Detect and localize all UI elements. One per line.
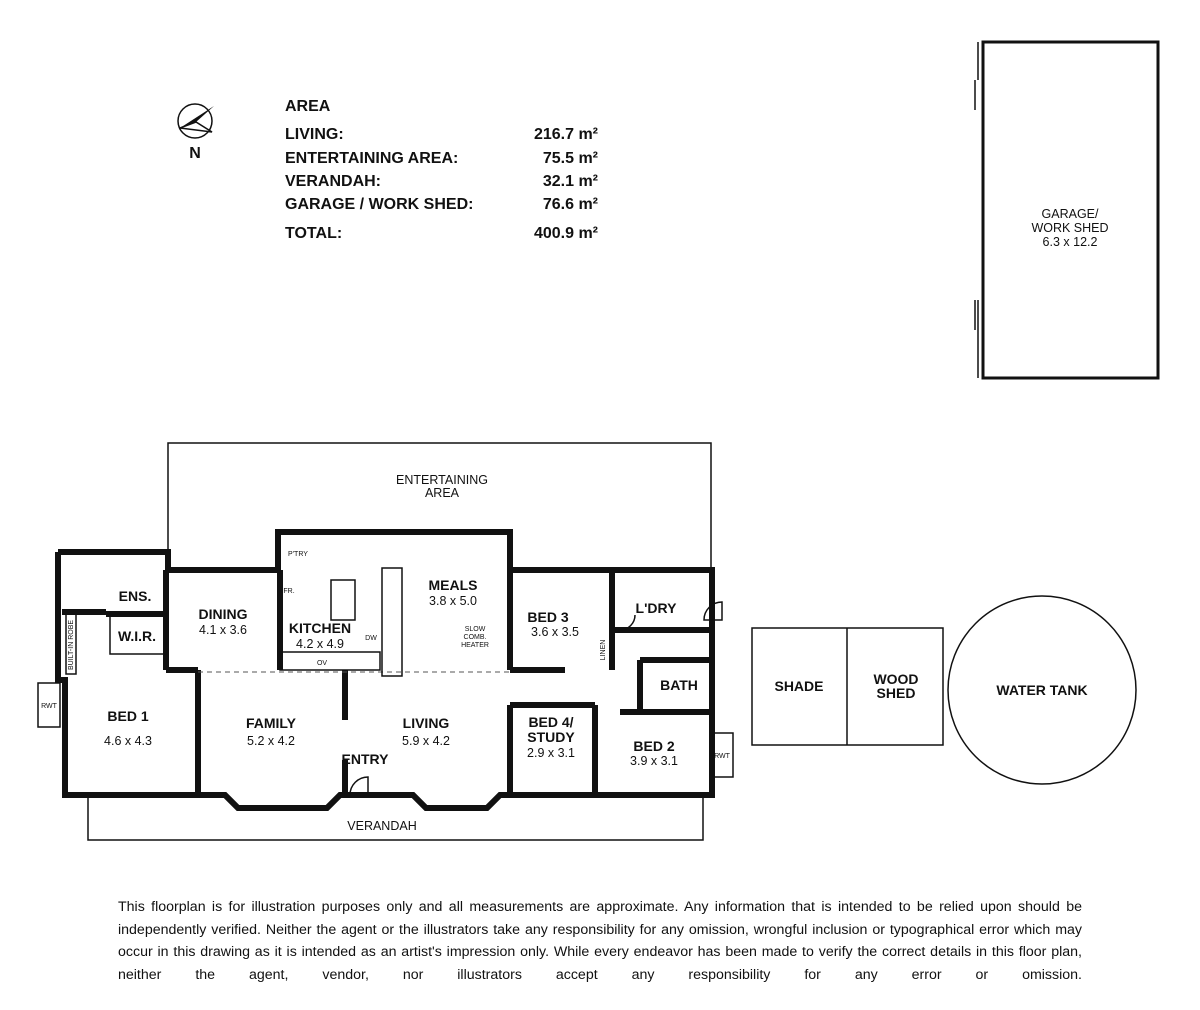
area-total-label: TOTAL: xyxy=(285,225,342,242)
room-name: FAMILY xyxy=(246,715,297,731)
room-name: VERANDAH xyxy=(347,819,416,833)
room-dims: 6.3 x 12.2 xyxy=(1043,235,1098,249)
heater-label: HEATER xyxy=(461,642,489,649)
area-row-value: 76.6 m² xyxy=(543,196,598,213)
room-dims: 4.1 x 3.6 xyxy=(199,623,247,637)
room-name: WATER TANK xyxy=(996,682,1087,698)
entertaining-area-outline xyxy=(167,442,712,570)
area-row-label: GARAGE / WORK SHED: xyxy=(285,196,473,213)
room-name: KITCHEN xyxy=(289,620,351,636)
area-row-label: ENTERTAINING AREA: xyxy=(285,150,458,167)
room-name: W.I.R. xyxy=(118,628,156,644)
room-name: L'DRY xyxy=(636,600,678,616)
room-name: SHADE xyxy=(774,678,823,694)
appliance-label: FR. xyxy=(283,588,294,595)
room-name: BED 2 xyxy=(633,738,674,754)
room-name: ENTRY xyxy=(342,751,390,767)
room-name: BATH xyxy=(660,677,698,693)
room-dims: 2.9 x 3.1 xyxy=(527,746,575,760)
north-compass-icon xyxy=(177,103,214,139)
room-name: DINING xyxy=(199,606,248,622)
room-dims: 3.6 x 3.5 xyxy=(531,625,579,639)
room-name: GARAGE/ xyxy=(1042,207,1099,221)
area-row-label: VERANDAH: xyxy=(285,173,381,190)
room-name: LINEN xyxy=(600,640,607,661)
area-total-value: 400.9 m² xyxy=(534,225,598,242)
area-table: AREA LIVING: 216.7 m² ENTERTAINING AREA:… xyxy=(285,98,598,242)
room-name: SHED xyxy=(877,685,916,701)
appliance-label: DW xyxy=(365,635,377,642)
disclaimer: This floorplan is for illustration purpo… xyxy=(118,899,1082,983)
rwt-label: RWT xyxy=(714,753,731,760)
room-dims: 4.2 x 4.9 xyxy=(296,637,344,651)
room-name: BED 4/ xyxy=(528,714,573,730)
room-name: AREA xyxy=(425,486,460,500)
room-dims: 5.2 x 4.2 xyxy=(247,734,295,748)
area-heading: AREA xyxy=(285,98,331,115)
room-name: BUILT-IN ROBE xyxy=(68,620,75,670)
heater-label: SLOW xyxy=(465,626,486,633)
verandah-outline xyxy=(87,795,704,841)
room-name: WORK SHED xyxy=(1031,221,1108,235)
compass-label: N xyxy=(189,145,201,162)
room-name: WOOD xyxy=(873,671,918,687)
area-row-value: 75.5 m² xyxy=(543,150,598,167)
house-walls xyxy=(37,529,1137,811)
room-name: BED 3 xyxy=(527,609,568,625)
garage: GARAGE/ WORK SHED 6.3 x 12.2 xyxy=(974,40,1160,380)
room-dims: 3.8 x 5.0 xyxy=(429,594,477,608)
room-name: ENTERTAINING xyxy=(396,473,488,487)
room-name: P'TRY xyxy=(288,551,308,558)
area-row-value: 216.7 m² xyxy=(534,126,598,143)
room-name: BED 1 xyxy=(107,708,148,724)
heater-label: COMB. xyxy=(464,634,487,641)
area-row-label: LIVING: xyxy=(285,126,344,143)
rwt-label: RWT xyxy=(41,703,58,710)
room-dims: 5.9 x 4.2 xyxy=(402,734,450,748)
room-name: ENS. xyxy=(119,588,152,604)
room-dims: 3.9 x 3.1 xyxy=(630,754,678,768)
area-row-value: 32.1 m² xyxy=(543,173,598,190)
room-name: LIVING xyxy=(403,715,450,731)
room-name: MEALS xyxy=(429,577,478,593)
room-name: STUDY xyxy=(527,729,575,745)
appliance-label: OV xyxy=(317,660,327,667)
room-dims: 4.6 x 4.3 xyxy=(104,734,152,748)
